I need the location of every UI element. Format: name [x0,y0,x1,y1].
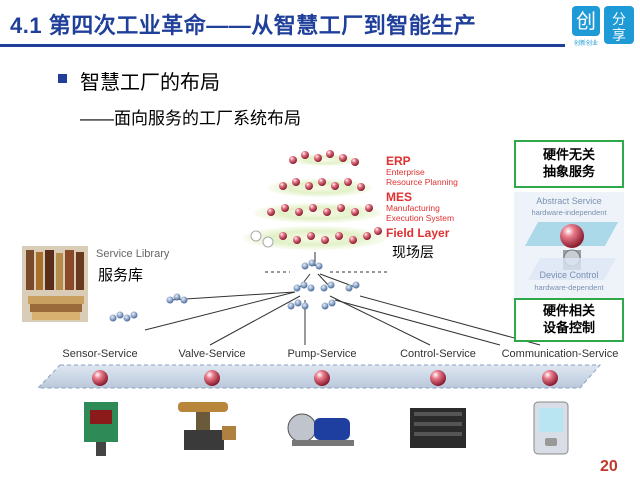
cluster-nodes [109,259,360,322]
abstract-service-label: Abstract Service [536,196,602,206]
service-label-pump: Pump-Service [287,348,357,360]
device-pda [533,401,569,455]
hw-dependent-line-2: 设备控制 [542,320,595,335]
section-subheading: ——面向服务的工厂系统布局 [80,109,301,128]
logo-char-2: 分 [612,12,626,28]
brand-logo: 创 分 享 创新创业 [568,2,638,48]
hardware-independent-label: hardware-independent [531,208,607,217]
tier-field-layer: Field Layer [386,226,450,240]
bullet-square [58,74,67,83]
logo-sub-text: 创新创业 [574,39,598,47]
tier-erp: ERP Enterprise Resource Planning [386,155,458,187]
tier-mes: MES Manufacturing Execution System [386,191,454,223]
slide-title: 4.1 第四次工业革命——从智慧工厂到智能生产 [10,13,477,38]
hw-dependent-box: 硬件相关 设备控制 [514,298,624,342]
abstraction-panel [514,192,624,298]
field-layer-cn-label: 现场层 [392,244,434,260]
pyramid-service-nodes [250,150,382,248]
service-library-label-en: Service Library [96,248,170,260]
service-library-books [22,246,88,322]
hw-independent-line-2: 抽象服务 [542,164,595,179]
tier-mes-sub-2: Execution System [386,213,455,223]
hw-dependent-line-1: 硬件相关 [542,303,595,318]
tier-mes-name: MES [386,190,413,204]
hw-independent-line-1: 硬件无关 [542,147,595,162]
service-label-communication: Communication-Service [501,348,619,360]
hw-independent-box: 硬件无关 抽象服务 [514,140,624,188]
device-controller [410,408,466,448]
service-library-label-cn: 服务库 [98,267,144,284]
hardware-dependent-label: hardware-dependent [534,283,604,292]
device-valve [178,402,236,450]
device-sensor [84,402,118,456]
tier-mes-sub-1: Manufacturing [386,203,440,213]
tier-erp-sub-2: Resource Planning [386,177,458,187]
device-control-label: Device Control [539,270,599,280]
tier-erp-name: ERP [386,154,411,168]
service-label-valve: Valve-Service [178,348,246,360]
logo-char-3: 享 [612,27,626,44]
service-label-control: Control-Service [400,348,476,360]
service-label-sensor: Sensor-Service [62,348,138,360]
page-number: 20 [600,458,618,475]
logo-char-1: 创 [576,9,596,33]
hierarchy-connectors [144,252,541,346]
service-nodes [92,370,558,386]
section-heading: 智慧工厂的布局 [80,72,220,94]
title-divider [0,44,565,47]
tier-erp-sub-1: Enterprise [386,167,425,177]
device-pump [287,413,354,446]
